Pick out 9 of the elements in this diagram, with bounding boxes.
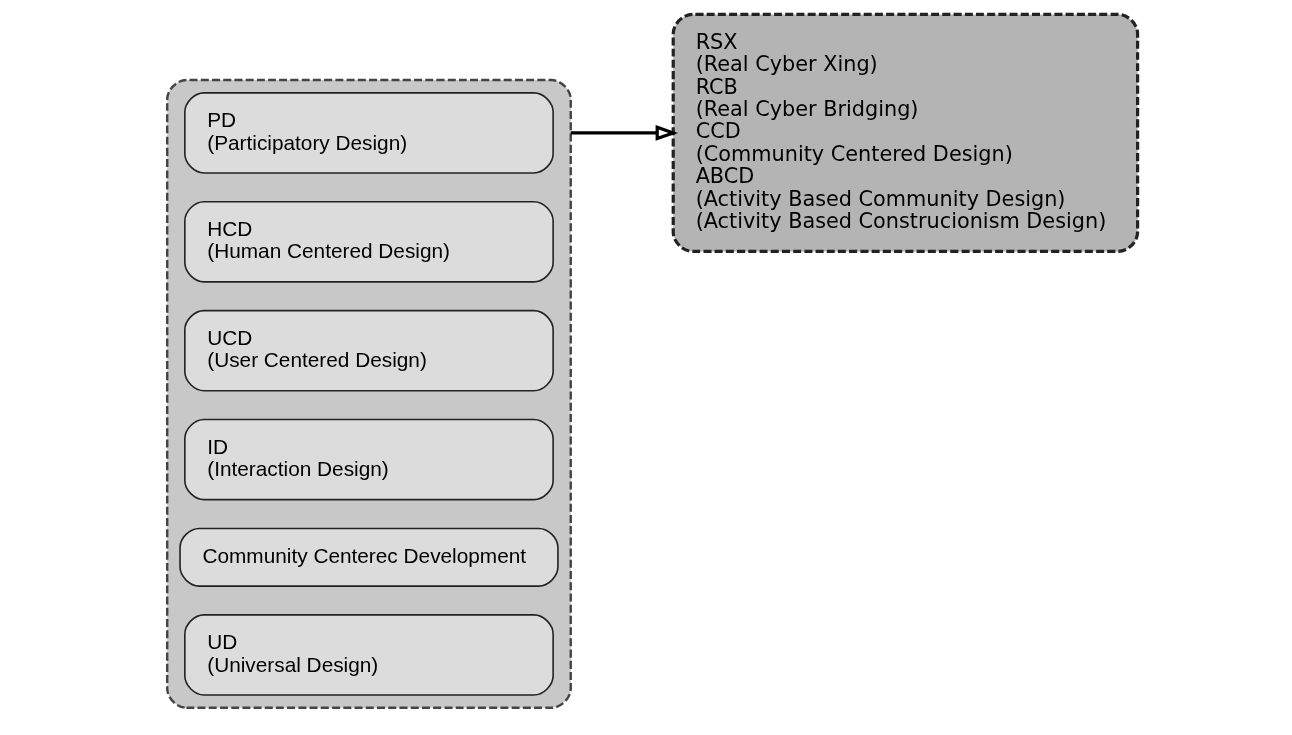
node-box: HCD (Human Centered Design) xyxy=(184,200,554,283)
node-box: ID (Interaction Design) xyxy=(184,418,554,501)
node-box: UCD (User Centered Design) xyxy=(184,309,554,392)
node-box: RSX (Real Cyber Xing) RCB (Real Cyber Bridging) CCD (Community Centered Design) ABCD (Activity Based Community Design) (Activity Based Construcionism Design) xyxy=(671,12,1140,253)
arrow xyxy=(570,125,679,141)
cluster xyxy=(166,78,572,709)
node-box: UD (Universal Design) xyxy=(184,614,554,696)
node-box: Community Centerec Development xyxy=(179,527,559,587)
node-box: PD (Participatory Design) xyxy=(184,92,554,174)
